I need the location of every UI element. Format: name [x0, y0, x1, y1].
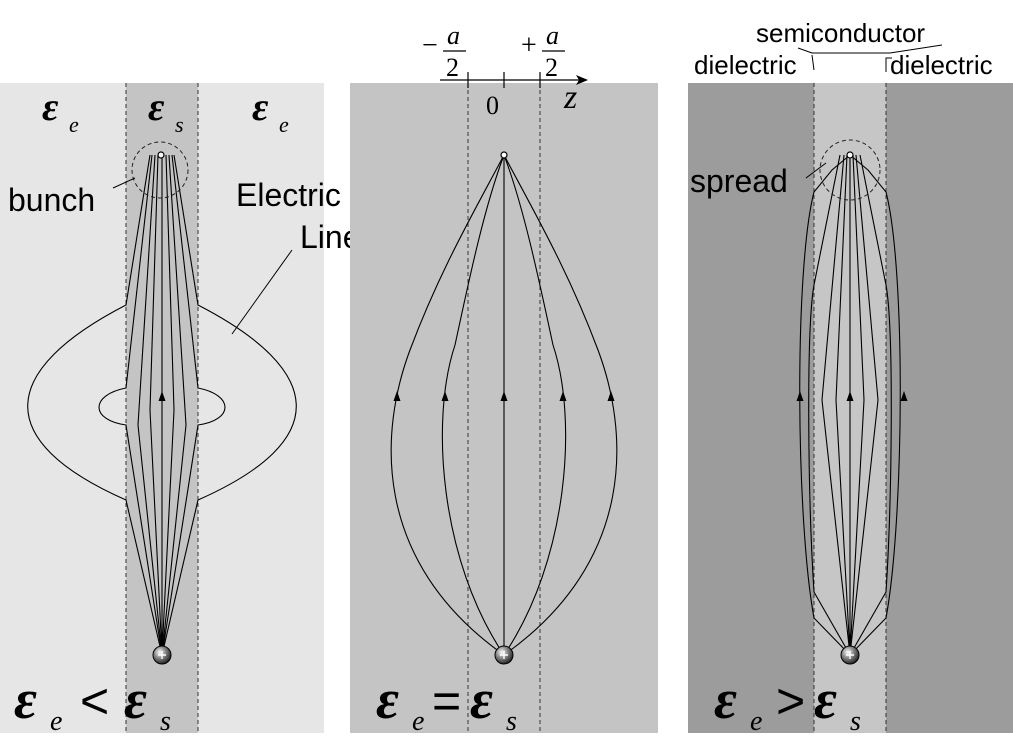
svg-text:s: s — [160, 706, 171, 737]
mid-arrow-outer-left — [393, 391, 401, 401]
mid-arrow-inner-right — [559, 391, 567, 401]
svg-text:s: s — [850, 706, 861, 737]
spread-label: spread — [690, 163, 788, 199]
svg-text:e: e — [50, 706, 62, 737]
dielectric-left-label: dielectric — [694, 50, 797, 80]
mid-arrow-center — [500, 391, 508, 401]
svg-text:ε: ε — [814, 669, 837, 731]
left-inner-eps-label: ε — [148, 84, 165, 129]
svg-text:+: + — [521, 30, 537, 61]
svg-text:s: s — [506, 706, 517, 737]
svg-text:2: 2 — [545, 53, 558, 82]
minus-a-half-label: − a 2 — [422, 21, 466, 82]
svg-text:>: > — [776, 673, 805, 729]
bunch-label: bunch — [8, 182, 95, 218]
svg-text:ε: ε — [14, 669, 37, 731]
axis-z-label: z — [563, 79, 577, 116]
left-outer-eps-sub-right: e — [279, 112, 289, 137]
dielectric-right-label: dielectric — [890, 50, 993, 80]
plus-a-half-label: + a 2 — [521, 21, 565, 82]
spread-leader-line — [805, 162, 827, 179]
left-outer-eps-label: ε — [42, 84, 59, 129]
dielectric-right-bracket — [885, 57, 892, 72]
left-probe-point — [157, 151, 165, 159]
right-relation-label: ε e > ε s — [714, 669, 861, 737]
left-inner-eps-sub: s — [175, 112, 184, 137]
left-relation-label: ε e < ε s — [14, 669, 171, 737]
right-charge — [840, 645, 860, 665]
svg-text:ε: ε — [124, 669, 147, 731]
middle-panel: − a 2 + a 2 0 z — [350, 21, 658, 737]
svg-text:2: 2 — [446, 53, 459, 82]
bunch-leader-line — [112, 177, 136, 189]
svg-text:−: − — [422, 30, 438, 61]
svg-text:e: e — [750, 706, 762, 737]
spread-circle — [819, 139, 881, 201]
svg-text:a: a — [546, 21, 559, 50]
svg-text:=: = — [432, 673, 461, 729]
svg-text:a: a — [447, 21, 460, 50]
left-flux-arrowhead — [158, 391, 166, 401]
z-axis — [440, 72, 588, 88]
right-arrow-center — [846, 391, 854, 401]
svg-text:ε: ε — [714, 669, 737, 731]
middle-relation-label: ε e = ε s — [376, 669, 517, 737]
svg-text:<: < — [80, 673, 109, 729]
left-outer-eps-sub: e — [69, 112, 79, 137]
left-charge — [152, 645, 172, 665]
right-panel: semiconductor dielectric dielectric spre… — [688, 18, 1013, 737]
middle-flux-lines — [390, 154, 618, 656]
middle-probe-point — [500, 151, 508, 159]
mid-arrow-inner-left — [441, 391, 449, 401]
svg-text:ε: ε — [376, 669, 399, 731]
semiconductor-bracket — [797, 44, 943, 54]
left-flux-lines — [27, 154, 297, 656]
mid-arrow-outer-right — [607, 391, 615, 401]
dielectric-left-bracket — [811, 54, 815, 71]
left-outer-eps-label-right: ε — [252, 84, 269, 129]
svg-text:e: e — [412, 706, 424, 737]
right-probe-point — [846, 151, 854, 159]
right-arrow-right — [900, 391, 908, 401]
left-bunch-circle — [131, 141, 189, 199]
middle-charge — [494, 645, 514, 665]
flux-leader-line — [231, 249, 293, 335]
right-arrow-left — [796, 391, 804, 401]
svg-text:ε: ε — [470, 669, 493, 731]
axis-zero-label: 0 — [486, 91, 499, 120]
left-panel: ε e ε s ε e bunch Electric Flux Lines ε … — [0, 83, 410, 737]
semiconductor-label: semiconductor — [756, 18, 925, 48]
right-flux-lines — [796, 154, 908, 656]
